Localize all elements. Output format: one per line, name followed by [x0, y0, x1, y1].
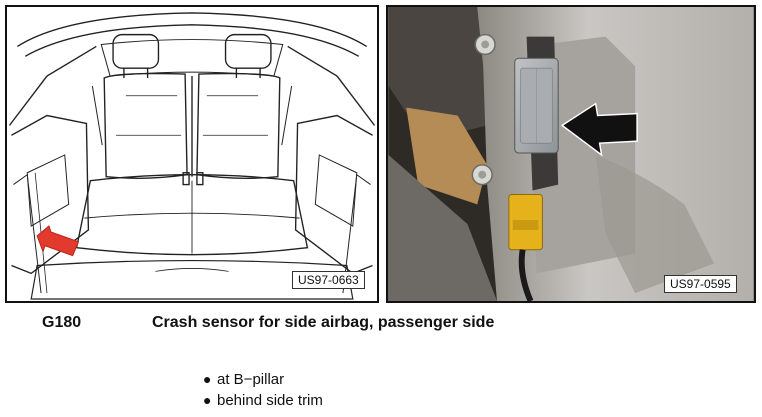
component-description: Crash sensor for side airbag, passenger … — [152, 314, 495, 331]
bullet-icon: ● — [203, 371, 212, 387]
figure-reference-code: US97-0595 — [664, 275, 737, 293]
sensor-photo: US97-0595 — [386, 5, 756, 303]
rear-seat-illustration: US97-0663 — [5, 5, 379, 303]
black-arrow-icon — [560, 102, 638, 157]
list-item: ●behind side trim — [203, 392, 323, 409]
component-code: G180 — [42, 314, 82, 331]
list-item: ●at B−pillar — [203, 371, 285, 388]
location-list: ●at B−pillar ●behind side trim — [203, 369, 323, 411]
figure-reference-code: US97-0663 — [292, 271, 365, 289]
red-arrow-icon — [36, 225, 80, 257]
bullet-icon: ● — [203, 392, 212, 408]
